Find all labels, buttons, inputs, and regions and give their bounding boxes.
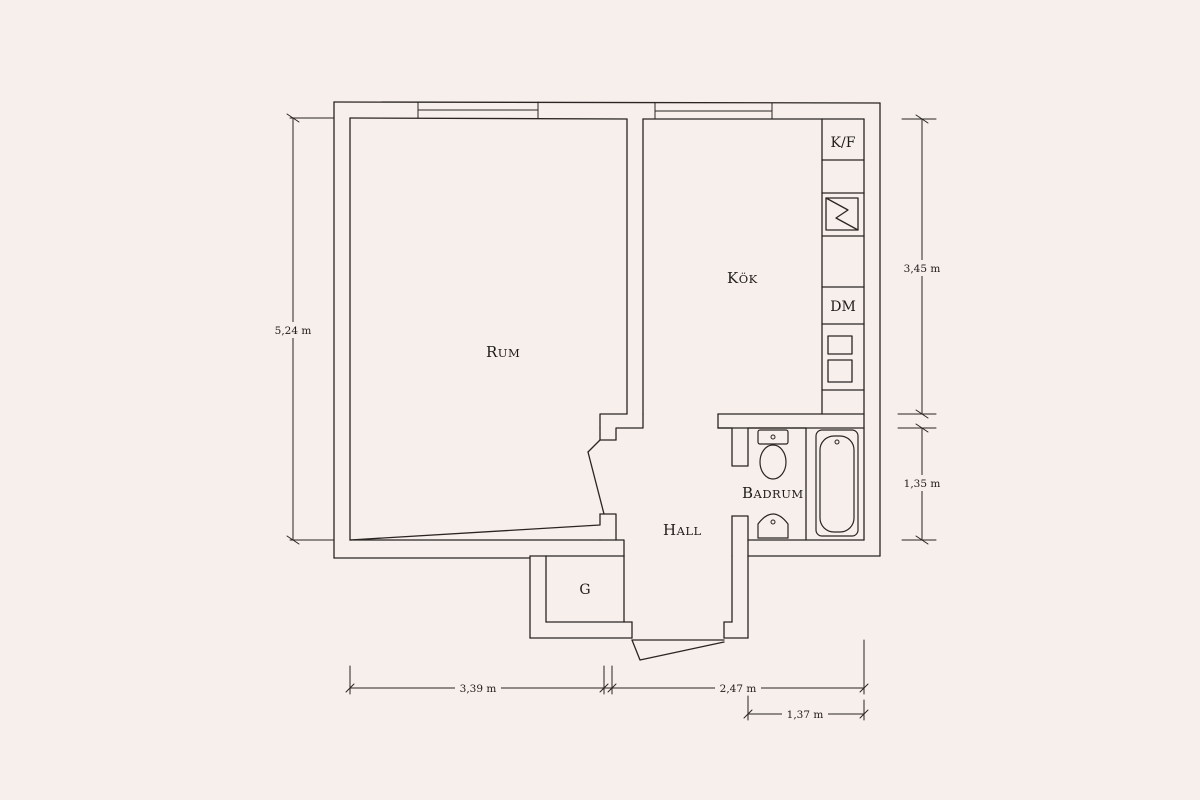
- room-label-rum: RUM: [486, 343, 520, 361]
- appliance-label-kf: K/F: [831, 135, 856, 151]
- dim-label-bottom-small: 1,37 m: [787, 709, 824, 721]
- room-label-kok: KÖK: [727, 269, 758, 287]
- dim-label-bottom-left: 3,39 m: [460, 683, 497, 695]
- room-label-hall: HALL: [663, 521, 702, 539]
- kitchen-sink-icon: [827, 335, 853, 383]
- dimension-bottom-small: 1,37 m: [743, 695, 869, 722]
- stove-icon: [825, 197, 859, 231]
- dimension-right-lower: 1,35 m: [897, 423, 945, 545]
- room-label-badrum: BADRUM: [742, 484, 804, 502]
- walls: [333, 101, 881, 661]
- dim-label-right-lower: 1,35 m: [904, 478, 941, 490]
- dimension-right-upper: 3,45 m: [897, 114, 945, 419]
- bathtub-icon: [815, 429, 859, 537]
- kitchen-counter: [821, 118, 865, 415]
- room-label-g: G: [579, 582, 590, 598]
- washbasin-icon: [757, 513, 789, 539]
- dim-label-right-upper: 3,45 m: [904, 263, 941, 275]
- toilet-icon: [757, 429, 789, 480]
- appliance-label-dm: DM: [830, 299, 856, 315]
- dim-label-bottom-right: 2,47 m: [720, 683, 757, 695]
- dimension-bottom: 3,39 m 2,47 m: [345, 639, 869, 696]
- dimension-left-height: 5,24 m: [270, 113, 335, 545]
- dim-label-left: 5,24 m: [275, 325, 312, 337]
